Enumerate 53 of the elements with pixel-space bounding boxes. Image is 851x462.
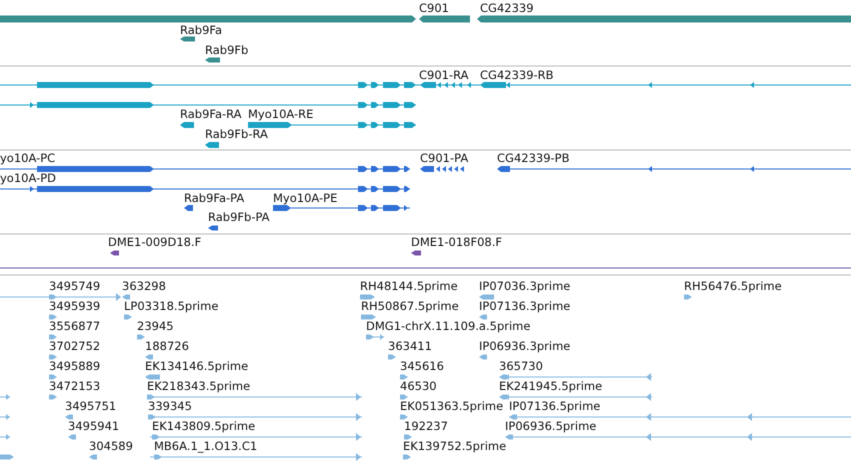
feature-label: 3495889 — [49, 360, 100, 373]
feature-label: Rab9Fa-PA — [184, 192, 244, 205]
feature-label: 3495941 — [68, 420, 120, 433]
feature-label: Rab9Fb-RA — [205, 128, 268, 141]
feature-label: 3495751 — [65, 400, 116, 413]
feature-label: LP03318.5prime — [124, 300, 218, 313]
feature-label: 3495749 — [49, 280, 100, 293]
feature-label: C901-PA — [420, 152, 468, 165]
feature-label: EK218343.5prime — [147, 380, 250, 393]
feature-label: EK241945.5prime — [499, 380, 602, 393]
feature-label: Rab9Fb-PA — [208, 211, 270, 224]
feature-label: 304589 — [89, 440, 133, 453]
feature-label: EK134146.5prime — [145, 360, 248, 373]
feature-label: RH50867.5prime — [361, 300, 459, 313]
feature-label: yo10A-PD — [0, 172, 56, 185]
feature-label: CG42339-RB — [480, 69, 554, 82]
feature-label: EK051363.5prime — [400, 400, 504, 413]
feature-label: 3702752 — [49, 340, 100, 353]
feature-label: 365730 — [499, 360, 543, 373]
feature-label: DME1-018F08.F — [411, 236, 502, 249]
feature-label: RH56476.5prime — [684, 280, 782, 293]
feature-label: CG42339 — [480, 2, 534, 15]
feature-label: 339345 — [148, 400, 192, 413]
feature-label: 46530 — [400, 380, 437, 393]
feature-label: Myo10A-RE — [248, 108, 314, 121]
feature-label: C901-RA — [419, 69, 469, 82]
feature-label: 3472153 — [49, 380, 100, 393]
feature-label: IP06936.5prime — [505, 420, 596, 433]
feature-label: EK143809.5prime — [152, 420, 256, 433]
feature-label: CG42339-PB — [497, 152, 570, 165]
feature-label: DMG1-chrX.11.109.a.5prime — [366, 320, 530, 333]
feature-label: EK139752.5prime — [403, 440, 506, 453]
feature-label: 363298 — [122, 280, 166, 293]
feature-label: IP06936.3prime — [479, 340, 570, 353]
feature-label: 3495939 — [49, 300, 100, 313]
feature-label: Rab9Fa — [180, 24, 222, 37]
feature-label: 345616 — [400, 360, 444, 373]
feature-label: C901 — [419, 2, 449, 15]
feature-label: DME1-009D18.F — [108, 236, 202, 249]
feature-label: RH48144.5prime — [360, 280, 458, 293]
feature-label: Rab9Fa-RA — [180, 108, 242, 121]
feature-label: 192237 — [404, 420, 448, 433]
feature-label: Rab9Fb — [205, 44, 248, 57]
feature-label: IP07136.5prime — [509, 400, 600, 413]
feature-label: 363411 — [388, 340, 432, 353]
feature-label: MB6A.1_1.O13.C1 — [154, 440, 258, 453]
feature-label: IP07136.3prime — [479, 300, 570, 313]
feature-label: yo10A-PC — [0, 152, 56, 165]
feature-label: 3556877 — [49, 320, 100, 333]
feature-label: 23945 — [137, 320, 174, 333]
feature-label: Myo10A-PE — [273, 192, 338, 205]
feature-label: 188726 — [145, 340, 189, 353]
feature-label: IP07036.3prime — [479, 280, 570, 293]
